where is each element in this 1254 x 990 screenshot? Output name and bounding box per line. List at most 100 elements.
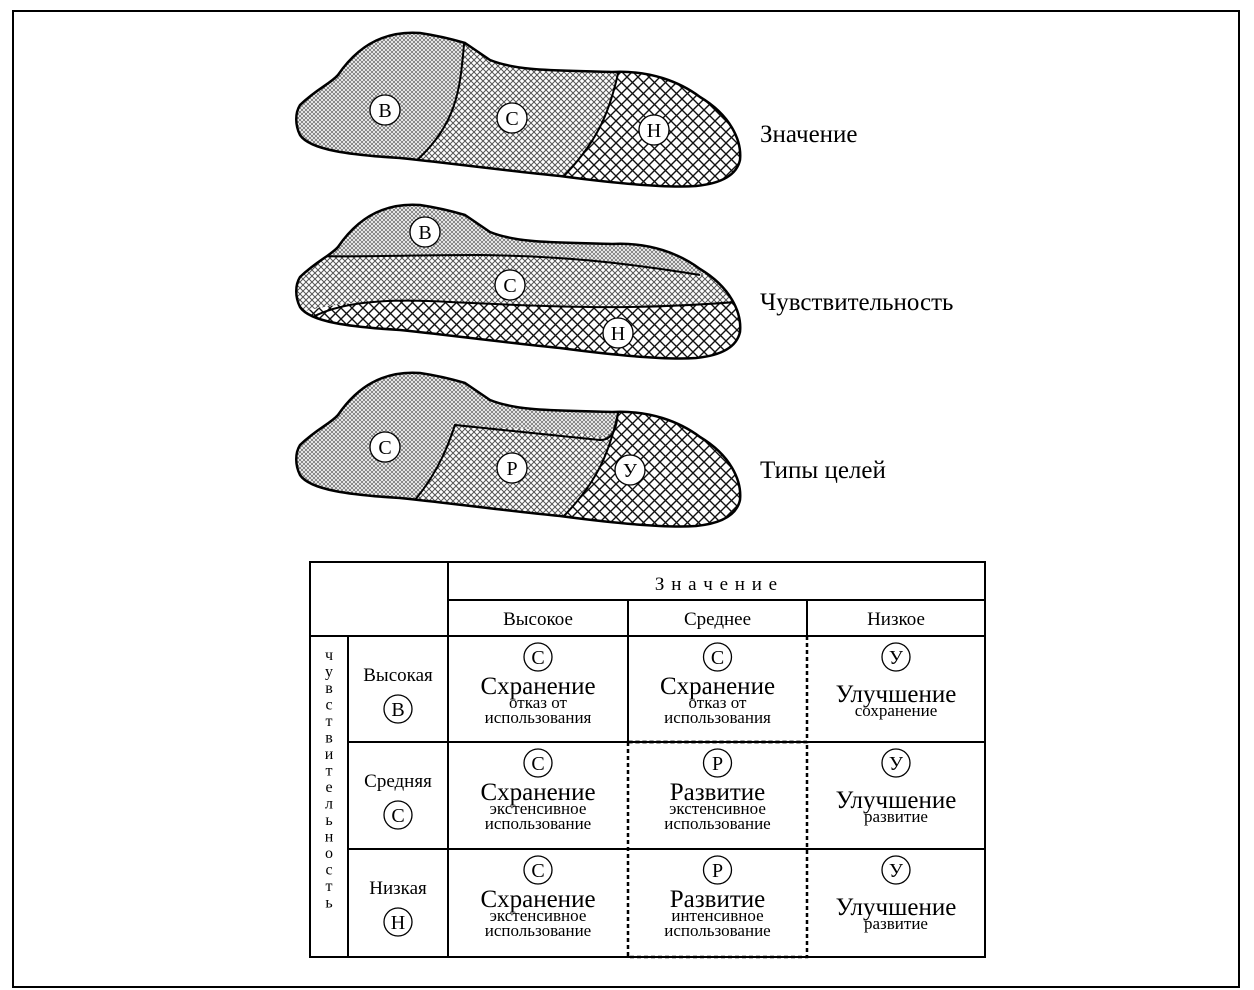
cell-subtitle: экстенсивное bbox=[490, 799, 587, 818]
cell-title: Улучшение bbox=[836, 787, 957, 814]
row-axis-title-char: т bbox=[326, 713, 333, 730]
zone-marker: С bbox=[496, 102, 528, 134]
zone-marker-letter: Р bbox=[506, 458, 517, 480]
row-code-marker: Н bbox=[383, 907, 413, 937]
zone-marker-circle bbox=[383, 800, 413, 830]
cell-code-marker: С bbox=[523, 748, 553, 778]
cell-title: Схранение bbox=[480, 673, 595, 700]
zone-marker-letter: С bbox=[391, 805, 404, 827]
row-axis-title-char: у bbox=[325, 664, 333, 681]
zone-marker-circle bbox=[881, 642, 911, 672]
cell-code-marker: У bbox=[881, 642, 911, 672]
zone-marker-letter: С bbox=[503, 275, 516, 297]
zone-marker-circle bbox=[523, 748, 553, 778]
row-axis-title-char: с bbox=[325, 697, 332, 714]
zone-marker-circle bbox=[369, 94, 401, 126]
zone-marker-circle bbox=[523, 855, 553, 885]
zone-marker-circle bbox=[702, 855, 733, 885]
cell-code-marker: С bbox=[523, 855, 553, 885]
zone-marker-circle bbox=[602, 317, 634, 349]
cell-subtitle: сохранение bbox=[855, 701, 938, 720]
zone-marker-letter: С bbox=[531, 647, 544, 669]
zone-marker-letter: С bbox=[711, 647, 724, 669]
zone-marker-letter: С bbox=[531, 860, 544, 882]
row-axis-title-char: ь bbox=[325, 812, 332, 829]
zone-marker-letter: С bbox=[531, 753, 544, 775]
zone-marker-letter: Н bbox=[647, 120, 661, 142]
zone-marker: Н bbox=[638, 114, 670, 146]
cell-subtitle: экстенсивное bbox=[490, 906, 587, 925]
row-axis-title-char: с bbox=[325, 862, 332, 879]
cell-subtitle: использование bbox=[664, 814, 770, 833]
zone-marker-circle bbox=[409, 216, 441, 248]
zone-marker-circle bbox=[494, 269, 526, 301]
cell-title: Улучшение bbox=[836, 681, 957, 708]
cell-subtitle: использования bbox=[485, 708, 592, 727]
row-label: Высокая bbox=[363, 665, 433, 686]
zone-marker: С bbox=[369, 431, 401, 463]
zone-marker-letter: В bbox=[378, 100, 391, 122]
row-code-marker: С bbox=[383, 800, 413, 830]
row-axis-title-char: т bbox=[326, 763, 333, 780]
zone-marker-letter: Н bbox=[391, 912, 405, 934]
zone-marker-circle bbox=[369, 431, 401, 463]
row-axis-title-char: н bbox=[325, 829, 334, 846]
cell-title: Схранение bbox=[480, 779, 595, 806]
zone-marker-circle bbox=[523, 642, 553, 672]
row-axis-title-char: л bbox=[325, 796, 333, 813]
cell-title: Схранение bbox=[660, 673, 775, 700]
cell-subtitle: экстенсивное bbox=[669, 799, 766, 818]
cell-subtitle: использования bbox=[664, 708, 771, 727]
map-caption-goal-types: Типы целей bbox=[760, 457, 886, 484]
cell-code-marker: У bbox=[881, 855, 911, 885]
zone-marker-letter: У bbox=[889, 860, 904, 882]
row-axis-title-char: в bbox=[325, 680, 333, 697]
zone-marker-letter: В bbox=[391, 699, 404, 721]
zone-marker-letter: С bbox=[505, 108, 518, 130]
zone-marker-letter: В bbox=[418, 222, 431, 244]
zone-marker-letter: Н bbox=[611, 323, 625, 345]
zone-marker-letter: С bbox=[378, 437, 391, 459]
zone-marker-circle bbox=[702, 642, 733, 672]
row-axis-title-char: т bbox=[326, 878, 333, 895]
map-caption-value: Значение bbox=[760, 121, 858, 148]
zone-marker: Р bbox=[496, 452, 528, 484]
zone-marker-letter: У bbox=[889, 647, 904, 669]
cell-title: Развитие bbox=[670, 886, 765, 913]
zone-marker-circle bbox=[383, 694, 413, 724]
zone-marker: В bbox=[369, 94, 401, 126]
zone-marker: В bbox=[409, 216, 441, 248]
row-label: Низкая bbox=[369, 878, 427, 899]
cell-code-marker: Р bbox=[702, 748, 733, 778]
row-axis-title-char: в bbox=[325, 730, 333, 747]
row-axis-title-char: е bbox=[325, 779, 332, 796]
zone-marker: Н bbox=[602, 317, 634, 349]
zone-marker-letter: Р bbox=[712, 860, 723, 882]
cell-subtitle: отказ от bbox=[509, 693, 567, 712]
zone-marker-letter: У bbox=[889, 753, 904, 775]
zone-marker-circle bbox=[638, 114, 670, 146]
zone-marker-circle bbox=[881, 748, 911, 778]
zone-marker-circle bbox=[496, 452, 528, 484]
zone-marker-circle bbox=[383, 907, 413, 937]
row-label: Средняя bbox=[364, 771, 432, 792]
dashed-boundary bbox=[626, 740, 809, 959]
cell-code-marker: Р bbox=[702, 855, 733, 885]
cell-code-marker: С bbox=[702, 642, 733, 672]
cell-title: Улучшение bbox=[836, 894, 957, 921]
row-axis-title-char: о bbox=[325, 845, 333, 862]
zone-marker: У bbox=[614, 454, 646, 486]
cell-subtitle: использование bbox=[485, 921, 591, 940]
zone-marker-circle bbox=[496, 102, 528, 134]
cell-code-marker: С bbox=[523, 642, 553, 672]
cell-subtitle: развитие bbox=[864, 807, 928, 826]
figure-frame bbox=[12, 10, 1240, 988]
cell-code-marker: У bbox=[881, 748, 911, 778]
cell-title: Развитие bbox=[670, 779, 765, 806]
